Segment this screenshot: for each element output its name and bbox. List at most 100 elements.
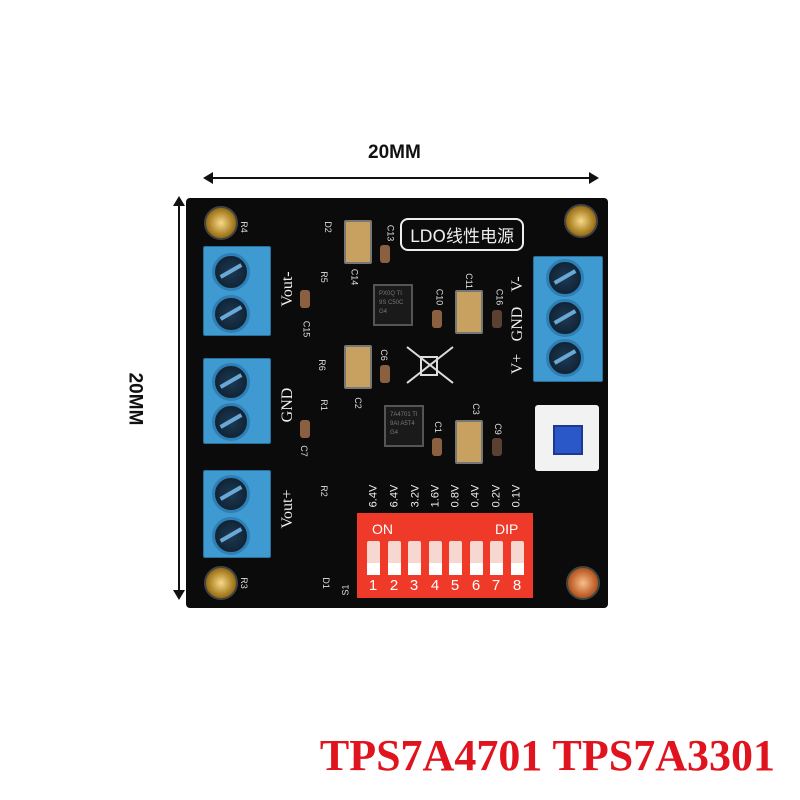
screw-icon: [212, 517, 250, 555]
component-ref-r1: R1: [318, 399, 329, 411]
mounting-screw: [564, 204, 598, 238]
height-dimension-line: [178, 199, 180, 597]
screw-icon: [546, 259, 584, 297]
label-v-plus: V+: [509, 353, 526, 375]
component-ref-c7: C7: [298, 445, 309, 457]
dip-toggle-4[interactable]: [429, 541, 442, 575]
width-dimension-line: [205, 177, 597, 179]
component-ref-r5: R5: [318, 271, 329, 283]
arrow-down-icon: [173, 590, 185, 600]
component-ref-s1: S1: [340, 584, 351, 596]
ic-u2: PX0Q TI 9S C50C G4: [373, 284, 413, 326]
dip-voltage-label: 6.4V: [388, 484, 401, 508]
component-ref-d2: D2: [322, 221, 333, 233]
dip-number: 5: [450, 577, 460, 594]
label-gnd-right: GND: [509, 306, 526, 342]
dip-voltage-label: 6.4V: [367, 484, 380, 508]
component-ref-c1: C1: [432, 421, 443, 433]
width-dimension-label: 20MM: [368, 142, 421, 163]
component-ref-c6: C6: [378, 349, 389, 361]
height-dimension-label: 20MM: [124, 372, 146, 426]
component-ref-c14: C14: [349, 268, 360, 286]
dip-number: 2: [389, 577, 399, 594]
weee-bin-icon: [405, 345, 455, 385]
capacitor-c14: [344, 220, 372, 264]
screw-icon: [546, 299, 584, 337]
capacitor-small: [492, 438, 502, 456]
dip-toggle-5[interactable]: [449, 541, 462, 575]
screw-icon: [212, 475, 250, 513]
capacitor-small: [432, 310, 442, 328]
mounting-screw: [566, 566, 600, 600]
component-ref-c9: C9: [492, 423, 503, 435]
component-ref-r6: R6: [316, 359, 327, 371]
capacitor-c3: [455, 420, 483, 464]
component-ref-r4: R4: [238, 221, 249, 233]
arrow-left-icon: [203, 172, 213, 184]
dip-toggle-8[interactable]: [511, 541, 524, 575]
capacitor-small: [300, 290, 310, 308]
dip-toggle-1[interactable]: [367, 541, 380, 575]
screw-icon: [212, 363, 250, 401]
dip-number: 1: [368, 577, 378, 594]
dip-toggle-6[interactable]: [470, 541, 483, 575]
dip-voltage-label: 0.4V: [469, 484, 482, 508]
label-v-minus: V-: [509, 276, 526, 292]
ic-u1-marking: 7A4701 TI 9AI A5T4 G4: [390, 412, 418, 436]
capacitor-small: [432, 438, 442, 456]
capacitor-c11: [455, 290, 483, 334]
terminal-block-gnd: [203, 358, 271, 444]
component-ref-c15: C15: [301, 320, 312, 338]
ic-u1: 7A4701 TI 9AI A5T4 G4: [384, 405, 424, 447]
ic-u2-marking: PX0Q TI 9S C50C G4: [379, 291, 404, 315]
arrow-right-icon: [589, 172, 599, 184]
dip-number: 4: [430, 577, 440, 594]
component-ref-r3: R3: [238, 577, 249, 589]
capacitor-c2: [344, 345, 372, 389]
screw-icon: [212, 295, 250, 333]
dip-switch: ON DIP 1 2 3 4 5 6 7 8: [357, 513, 533, 598]
terminal-block-input: [533, 256, 603, 382]
terminal-block-vout-minus: [203, 246, 271, 336]
dip-voltage-label: 0.8V: [449, 484, 462, 508]
component-ref-r2: R2: [318, 485, 329, 497]
capacitor-small: [300, 420, 310, 438]
component-ref-c16: C16: [494, 288, 505, 306]
dip-voltage-label: 0.2V: [490, 484, 503, 508]
component-ref-c10: C10: [434, 288, 445, 306]
arrow-up-icon: [173, 196, 185, 206]
push-button[interactable]: [553, 425, 583, 455]
dip-toggle-2[interactable]: [388, 541, 401, 575]
label-vout-plus: Vout+: [279, 489, 296, 529]
product-title: TPS7A4701 TPS7A3301: [319, 731, 775, 780]
dip-voltage-label: 3.2V: [409, 484, 422, 508]
component-ref-c2: C2: [352, 397, 363, 409]
component-ref-d1: D1: [320, 577, 331, 589]
screw-icon: [212, 403, 250, 441]
component-ref-c11: C11: [463, 273, 474, 289]
dip-toggle-7[interactable]: [490, 541, 503, 575]
component-ref-c13: C13: [385, 224, 396, 242]
screw-icon: [546, 339, 584, 377]
push-button-housing: [535, 405, 599, 471]
screw-icon: [212, 253, 250, 291]
dip-on-label: ON: [372, 521, 393, 537]
capacitor-small: [380, 365, 390, 383]
component-ref-c3: C3: [470, 403, 481, 415]
dip-number: 6: [471, 577, 481, 594]
dip-number: 8: [512, 577, 522, 594]
label-vout-minus: Vout-: [279, 271, 296, 307]
mounting-screw: [204, 206, 238, 240]
dip-number: 3: [409, 577, 419, 594]
terminal-block-vout-plus: [203, 470, 271, 558]
ldo-badge: LDO线性电源: [400, 218, 524, 251]
capacitor-small: [492, 310, 502, 328]
mounting-screw: [204, 566, 238, 600]
dip-dip-label: DIP: [495, 521, 519, 537]
label-gnd-left: GND: [279, 387, 296, 423]
capacitor-small: [380, 245, 390, 263]
dip-voltage-label: 0.1V: [510, 484, 523, 508]
dip-number: 7: [491, 577, 501, 594]
dip-toggle-3[interactable]: [408, 541, 421, 575]
dip-voltage-label: 1.6V: [429, 484, 442, 508]
